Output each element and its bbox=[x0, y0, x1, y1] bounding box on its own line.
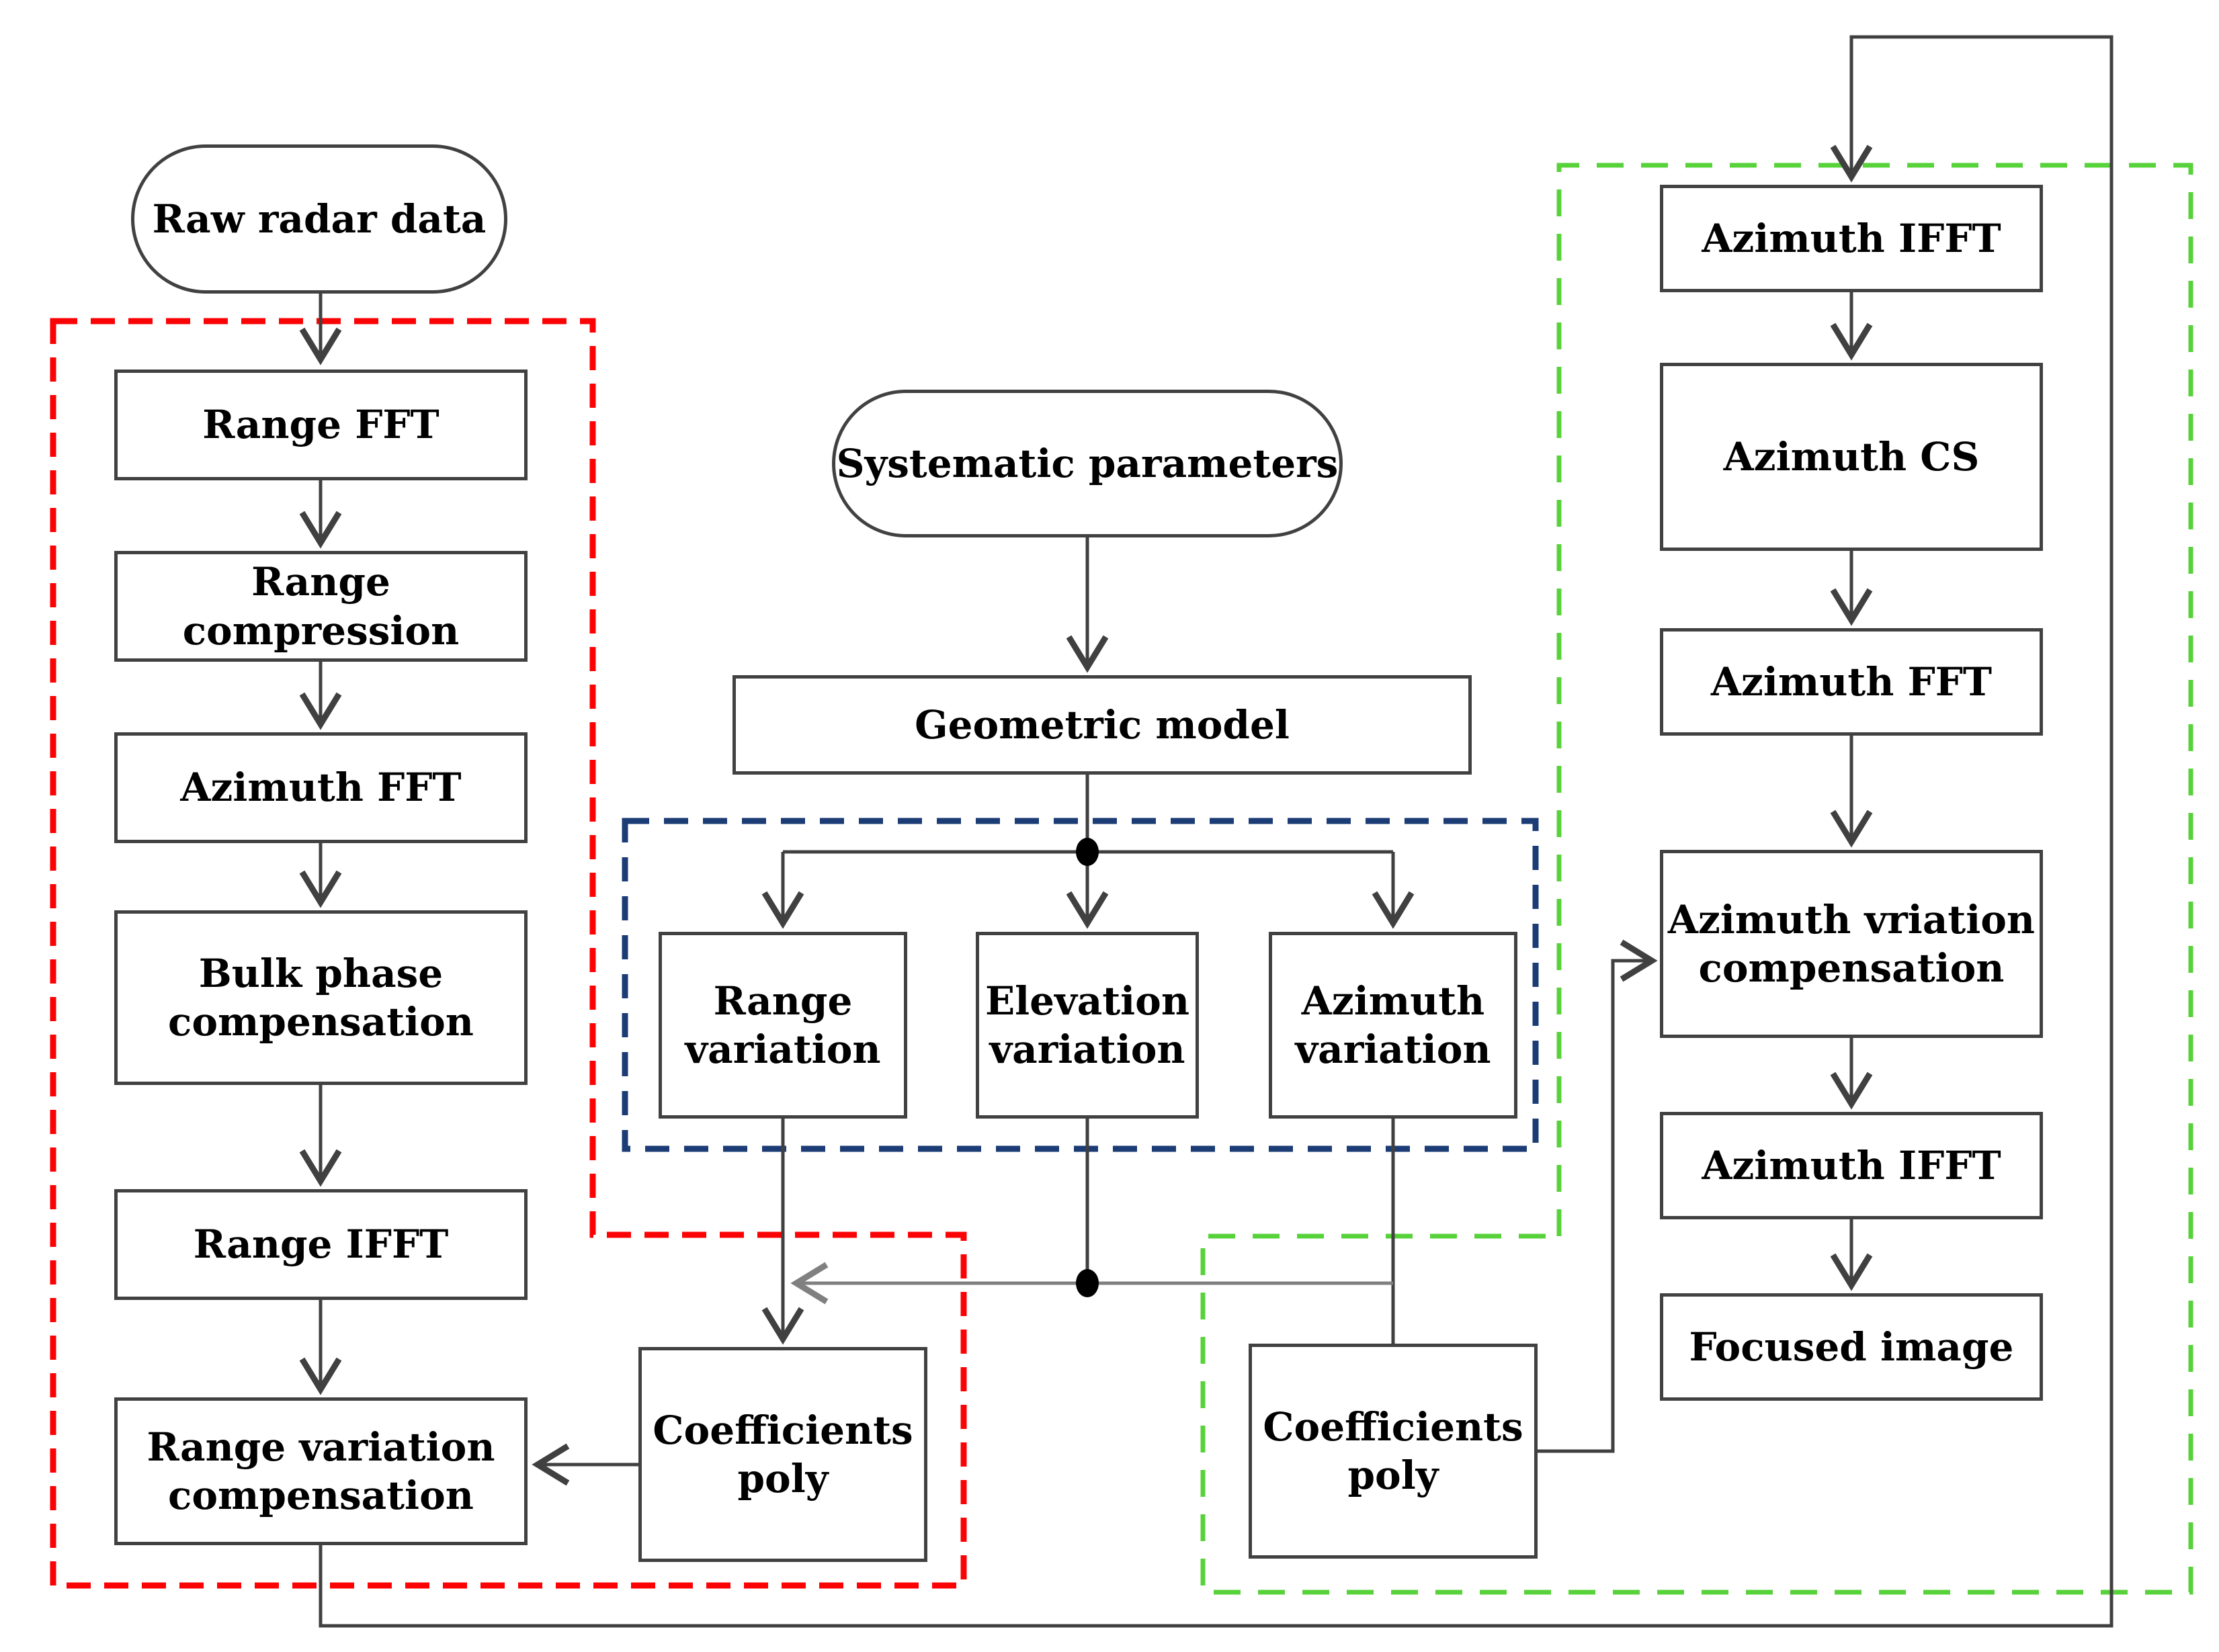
node-range-fft: Range FFT bbox=[114, 369, 528, 480]
blue-dashed-region bbox=[622, 818, 1539, 1152]
junction-dot-upper bbox=[1076, 838, 1099, 866]
node-systematic-parameters: Systematic parameters bbox=[832, 390, 1343, 537]
junction-dot-lower bbox=[1076, 1269, 1099, 1297]
node-coefficients-poly-left: Coefficients poly bbox=[638, 1347, 927, 1562]
node-azimuth-fft-right: Azimuth FFT bbox=[1660, 628, 2043, 736]
red-dashed-region bbox=[50, 318, 967, 1589]
node-elevation-variation: Elevation variation bbox=[976, 932, 1199, 1119]
node-azimuth-variation: Azimuth variation bbox=[1269, 932, 1517, 1119]
node-azimuth-vriation-compensation: Azimuth vriation compensation bbox=[1660, 850, 2043, 1038]
node-azimuth-ifft-top: Azimuth IFFT bbox=[1660, 185, 2043, 292]
connector-coeffpolyright-to-azvriationcomp bbox=[1538, 939, 1658, 1453]
node-range-compression: Range compression bbox=[114, 551, 528, 662]
node-bulk-phase-compensation: Bulk phase compensation bbox=[114, 910, 528, 1085]
connector-feedback-loop bbox=[319, 35, 2113, 1628]
node-focused-image: Focused image bbox=[1660, 1293, 2043, 1401]
node-azimuth-fft-left: Azimuth FFT bbox=[114, 732, 528, 843]
node-azimuth-cs: Azimuth CS bbox=[1660, 363, 2043, 551]
node-geometric-model: Geometric model bbox=[732, 675, 1472, 775]
node-azimuth-ifft-bottom: Azimuth IFFT bbox=[1660, 1112, 2043, 1219]
node-coefficients-poly-right: Coefficients poly bbox=[1249, 1344, 1538, 1559]
node-raw-radar-data: Raw radar data bbox=[131, 144, 507, 294]
node-range-variation-compensation: Range variation compensation bbox=[114, 1397, 528, 1545]
green-dashed-region bbox=[1200, 163, 2193, 1595]
node-range-ifft: Range IFFT bbox=[114, 1189, 528, 1300]
node-range-variation: Range variation bbox=[659, 932, 907, 1119]
